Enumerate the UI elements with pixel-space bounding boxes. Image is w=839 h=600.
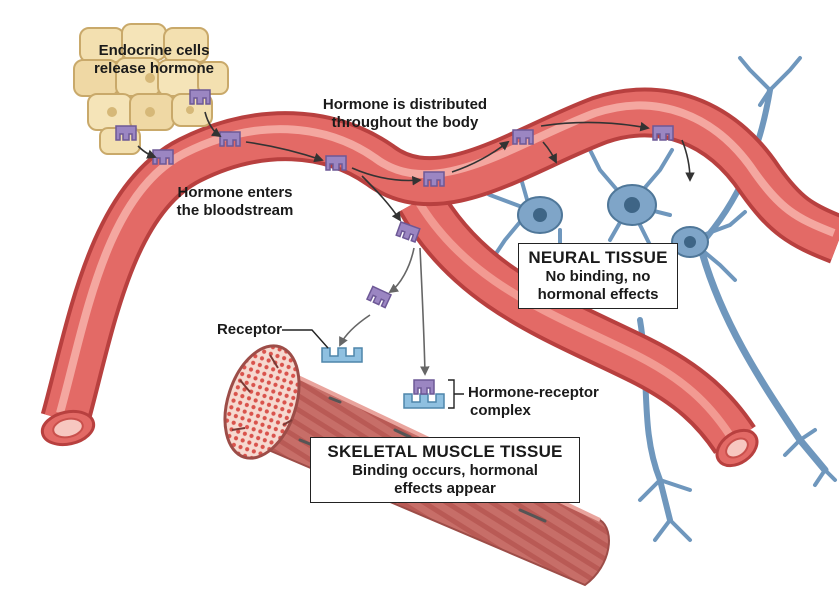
endocrine-label-line-2: release hormone (93, 60, 215, 77)
vessel-openings (40, 409, 759, 468)
axon (696, 241, 829, 474)
receptor (403, 393, 445, 409)
neural-tissue-line-1: No binding, no (545, 268, 651, 286)
skeletal-muscle-line-1: Binding occurs, hormonal (352, 462, 538, 480)
muscle-cross-section (223, 344, 301, 460)
enters-label-line-1: Hormone enters (177, 184, 293, 201)
neuron-nucleus (684, 236, 696, 248)
enters-label-line-2: the bloodstream (176, 202, 294, 219)
enters-label: Hormone enters the bloodstream (160, 184, 310, 220)
neuron-nucleus (533, 208, 547, 222)
neural-tissue-title: NEURAL TISSUE (528, 248, 668, 267)
hormone (152, 149, 174, 165)
receptor-leader (282, 329, 329, 349)
receptors (321, 347, 445, 409)
axon-terminals (638, 428, 837, 542)
dendrite (738, 56, 802, 107)
neural-tissue-line-2: hormonal effects (537, 286, 659, 304)
hormone (115, 125, 137, 141)
complex-label-line-1: Hormone-receptor (468, 384, 599, 401)
hormone (395, 221, 421, 243)
hormone (325, 155, 347, 171)
hormone (219, 131, 241, 147)
skeletal-muscle-title: SKELETAL MUSCLE TISSUE (327, 442, 563, 461)
endocrine-label: Endocrine cells release hormone (78, 42, 230, 78)
hormones (115, 89, 674, 395)
distributed-label-line-1: Hormone is distributed (322, 96, 488, 113)
complex-bracket (448, 379, 464, 409)
neuron-cell-bodies (517, 184, 709, 258)
leader-lines (282, 329, 464, 409)
hormone (512, 129, 534, 145)
complex-label-line-2: complex (470, 402, 531, 419)
hormone (189, 89, 211, 105)
neural-tissue-box: NEURAL TISSUE No binding, no hormonal ef… (518, 243, 678, 310)
neuron-nucleus (624, 197, 640, 213)
receptor (321, 347, 363, 363)
complex-label: Hormone-receptor complex (468, 384, 628, 420)
distributed-label-line-2: throughout the body (331, 114, 479, 131)
skeletal-muscle-box: SKELETAL MUSCLE TISSUE Binding occurs, h… (310, 437, 580, 504)
receptor-label: Receptor (216, 321, 282, 338)
hormone (652, 125, 674, 141)
flow-arrows (137, 111, 695, 222)
hormone (365, 285, 393, 309)
exit-arrows (339, 247, 430, 376)
dendrites-right (688, 210, 747, 282)
hormone (423, 171, 445, 187)
endocrine-label-line-1: Endocrine cells (98, 42, 210, 59)
hormone-bound (413, 379, 435, 395)
blood-vessel (40, 87, 839, 455)
skeletal-muscle-line-2: effects appear (394, 480, 496, 498)
distributed-label: Hormone is distributed throughout the bo… (300, 96, 510, 132)
nuclei (107, 73, 194, 117)
